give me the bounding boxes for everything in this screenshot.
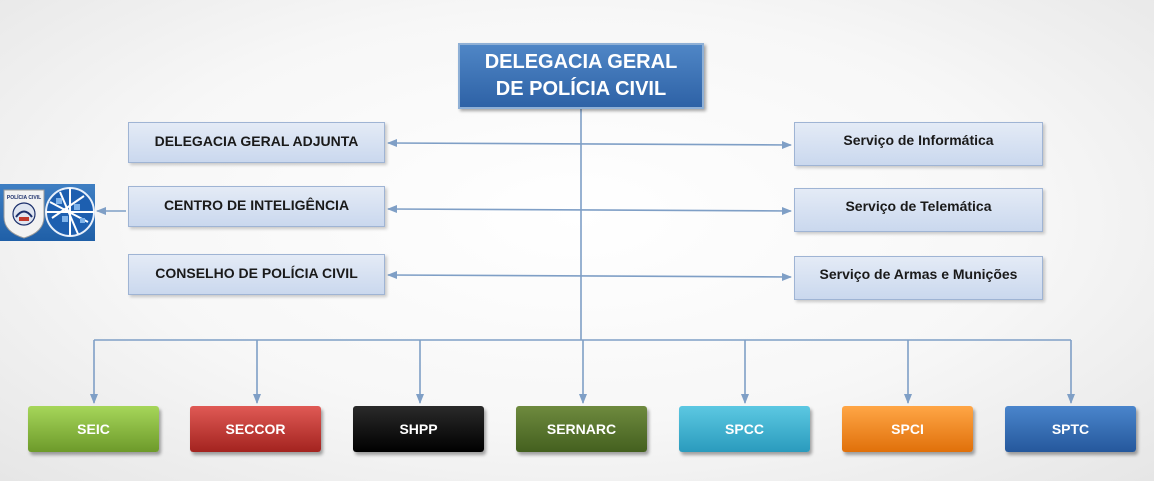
servico-de-informatica-label: Serviço de Informática [843, 132, 994, 148]
unit-box-seic: SEIC [28, 406, 159, 452]
unit-box-seccor: SECCOR [190, 406, 321, 452]
unit-label-seccor: SECCOR [225, 421, 286, 437]
unit-label-shpp: SHPP [399, 421, 438, 437]
servico-de-informatica-box: Serviço de Informática [794, 122, 1043, 166]
delegacia-geral-box: DELEGACIA GERAL DE POLÍCIA CIVIL [458, 43, 704, 109]
badge-text: POLÍCIA CIVIL [7, 193, 41, 201]
unit-label-spci: SPCI [891, 421, 924, 437]
servico-de-telematica-label: Serviço de Telemática [845, 198, 992, 214]
unit-label-spcc: SPCC [725, 421, 764, 437]
logo-graphic: POLÍCIA CIVIL [3, 187, 95, 239]
unit-box-shpp: SHPP [353, 406, 484, 452]
servico-de-telematica-box: Serviço de Telemática [794, 188, 1043, 232]
unit-box-spcc: SPCC [679, 406, 810, 452]
delegacia-geral-adjunta-box: DELEGACIA GERAL ADJUNTA [128, 122, 385, 163]
centro-de-inteligencia-box: CENTRO DE INTELIGÊNCIA [128, 186, 385, 227]
delegacia-geral-line1: DELEGACIA GERAL [484, 51, 678, 73]
unit-box-sptc: SPTC [1005, 406, 1136, 452]
delegacia-geral-adjunta-label: DELEGACIA GERAL ADJUNTA [154, 132, 359, 149]
globe-icon [45, 187, 95, 237]
conselho-de-policia-civil-label: CONSELHO DE POLÍCIA CIVIL [155, 264, 358, 281]
centro-de-inteligencia-logo: POLÍCIA CIVIL [0, 184, 95, 241]
centro-de-inteligencia-label: CENTRO DE INTELIGÊNCIA [163, 196, 350, 213]
unit-box-sernarc: SERNARC [516, 406, 647, 452]
unit-label-sptc: SPTC [1051, 421, 1090, 437]
conselho-de-policia-civil-box: CONSELHO DE POLÍCIA CIVIL [128, 254, 385, 295]
servico-de-armas-e-municoes-label: Serviço de Armas e Munições [819, 266, 1018, 282]
unit-box-spci: SPCI [842, 406, 973, 452]
unit-label-seic: SEIC [77, 421, 110, 437]
servico-de-armas-e-municoes-box: Serviço de Armas e Munições [794, 256, 1043, 300]
unit-label-sernarc: SERNARC [546, 421, 617, 437]
delegacia-geral-line2: DE POLÍCIA CIVIL [495, 78, 667, 100]
police-badge-icon: POLÍCIA CIVIL [3, 189, 45, 239]
